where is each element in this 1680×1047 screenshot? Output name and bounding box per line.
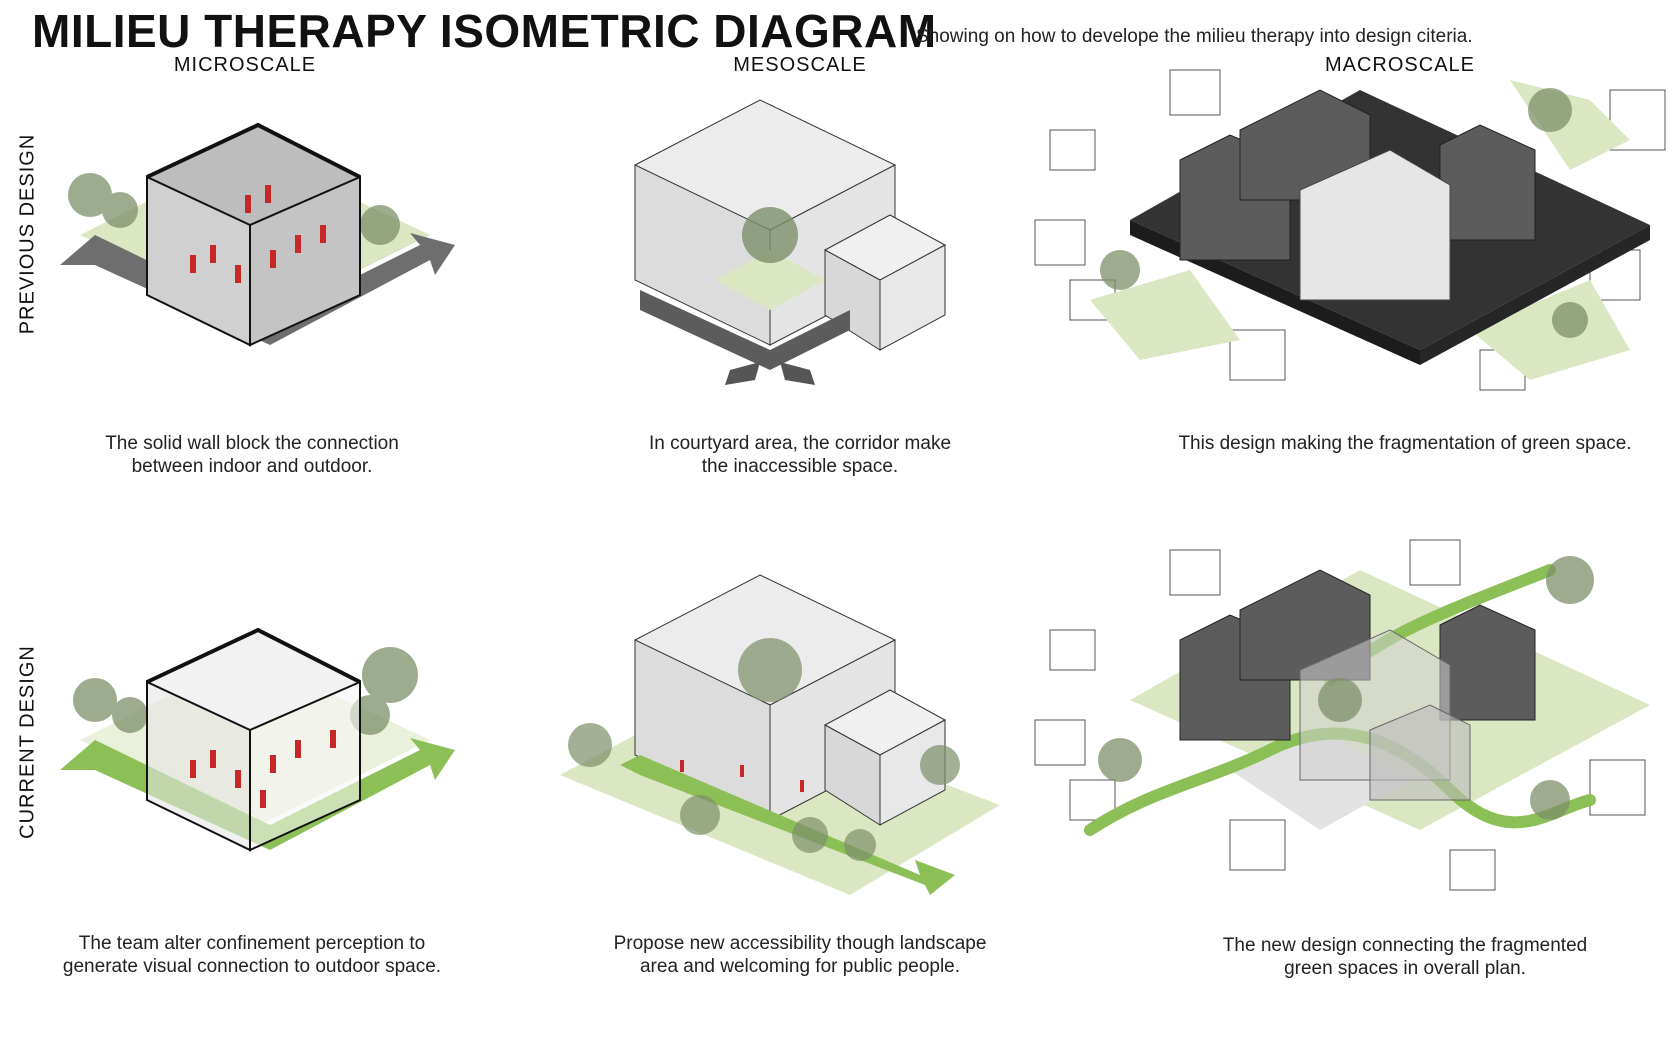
micro-previous-diagram (60, 122, 455, 347)
meso-previous-diagram (633, 99, 947, 385)
exit-arrows (725, 362, 815, 385)
trees (568, 638, 960, 861)
caption-meso-current: Propose new accessibility though landsca… (613, 933, 987, 977)
row-heading-previous-design: PREVIOUS DESIGN (16, 133, 39, 335)
caption-macro-current: The new design connecting the fragmented… (1222, 935, 1588, 979)
column-heading-microscale: MICROSCALE (173, 54, 317, 76)
courtyard-grass (715, 250, 825, 310)
trees (1100, 88, 1588, 338)
trees (1098, 556, 1594, 820)
caption-micro-current: The team alter confinement perception to… (62, 933, 442, 977)
glass-room (146, 627, 361, 852)
macro-current-diagram (1034, 539, 1650, 891)
meso-current-diagram (560, 574, 1000, 895)
glass-buildings (1299, 629, 1471, 801)
micro-current-diagram (60, 627, 455, 852)
small-building (823, 214, 947, 351)
surrounding-buildings (1034, 539, 1646, 891)
page-subtitle: Showing on how to develope the milieu th… (916, 26, 1473, 47)
dark-corridor-platform (640, 290, 850, 370)
macro-previous-diagram (1034, 69, 1666, 391)
light-building (1299, 149, 1451, 301)
solid-wall-room (146, 122, 361, 347)
people-red (190, 185, 326, 283)
caption-meso-previous: In courtyard area, the corridor make the… (648, 433, 952, 477)
row-heading-current-design: CURRENT DESIGN (16, 645, 39, 839)
caption-micro-previous: The solid wall block the connection betw… (105, 433, 399, 477)
dark-buildings (1179, 89, 1536, 261)
column-heading-macroscale: MACROSCALE (1324, 54, 1476, 76)
page-title: MILIEU THERAPY ISOMETRIC DIAGRAM (32, 5, 937, 57)
green-path-arrow (620, 755, 955, 895)
small-building (823, 689, 947, 826)
people-red (680, 760, 804, 792)
dark-buildings (1179, 569, 1536, 741)
courtyard-tree (742, 207, 798, 263)
caption-macro-previous: This design making the fragmentation of … (1178, 433, 1632, 454)
column-heading-mesoscale: MESOSCALE (733, 54, 867, 76)
people-red (190, 730, 336, 808)
